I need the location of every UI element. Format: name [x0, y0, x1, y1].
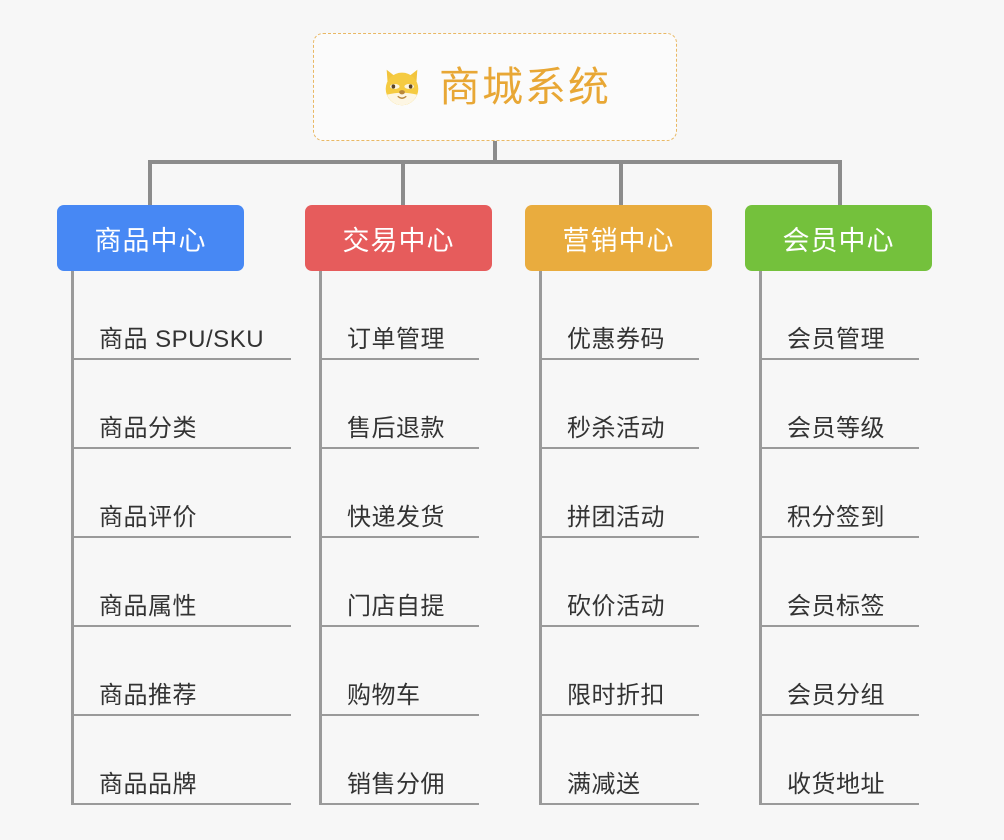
leaf-label: 收货地址	[787, 770, 885, 798]
branch-marketing-center: 营销中心 优惠券码 秒杀活动 拼团活动 砍价活动 限时折扣 满减送	[525, 205, 712, 805]
branch-member-center: 会员中心 会员管理 会员等级 积分签到 会员标签 会员分组 收货地址	[745, 205, 932, 805]
leaf-label: 秒杀活动	[567, 414, 665, 442]
branch-spine-1	[71, 271, 74, 805]
branch-spine-2	[319, 271, 322, 805]
leaf-label: 商品品牌	[99, 770, 197, 798]
leaf-item[interactable]: 收货地址	[759, 716, 919, 805]
branch-header-1[interactable]: 商品中心	[57, 205, 244, 271]
connector-horizontal-bus	[150, 160, 842, 164]
leaf-label: 优惠券码	[567, 325, 665, 353]
leaf-label: 满减送	[567, 770, 641, 798]
branch-product-center: 商品中心 商品 SPU/SKU 商品分类 商品评价 商品属性 商品推荐 商品品牌	[57, 205, 291, 805]
leaf-item[interactable]: 售后退款	[319, 360, 479, 449]
leaf-item[interactable]: 订单管理	[319, 271, 479, 360]
branch-header-label-3: 营销中心	[562, 225, 675, 256]
leaf-item[interactable]: 会员分组	[759, 627, 919, 716]
leaf-item[interactable]: 砍价活动	[539, 538, 699, 627]
leaf-label: 会员分组	[787, 681, 885, 709]
leaf-label: 订单管理	[347, 325, 445, 353]
branch-spine-4	[759, 271, 762, 805]
branch-header-2[interactable]: 交易中心	[305, 205, 492, 271]
branch-spine-3	[539, 271, 542, 805]
leaf-label: 拼团活动	[567, 503, 665, 531]
leaf-item[interactable]: 满减送	[539, 716, 699, 805]
shiba-dog-face-icon	[379, 64, 425, 110]
leaf-item[interactable]: 商品 SPU/SKU	[71, 271, 291, 360]
leaf-item[interactable]: 门店自提	[319, 538, 479, 627]
leaf-item[interactable]: 会员等级	[759, 360, 919, 449]
leaf-label: 商品推荐	[99, 681, 197, 709]
leaf-label: 销售分佣	[347, 770, 445, 798]
leaf-label: 商品属性	[99, 592, 197, 620]
leaf-item[interactable]: 积分签到	[759, 449, 919, 538]
leaf-label: 售后退款	[347, 414, 445, 442]
connector-root-stem	[493, 141, 497, 164]
leaf-item[interactable]: 限时折扣	[539, 627, 699, 716]
leaf-label: 会员标签	[787, 592, 885, 620]
leaf-item[interactable]: 拼团活动	[539, 449, 699, 538]
leaf-item[interactable]: 商品评价	[71, 449, 291, 538]
leaf-label: 会员管理	[787, 325, 885, 353]
leaf-label: 商品分类	[99, 414, 197, 442]
leaf-label: 购物车	[347, 681, 421, 709]
leaf-item[interactable]: 快递发货	[319, 449, 479, 538]
leaf-label: 商品评价	[99, 503, 197, 531]
leaf-item[interactable]: 商品品牌	[71, 716, 291, 805]
leaf-item[interactable]: 商品属性	[71, 538, 291, 627]
leaf-list-2: 订单管理 售后退款 快递发货 门店自提 购物车 销售分佣	[319, 271, 479, 805]
leaf-item[interactable]: 会员管理	[759, 271, 919, 360]
leaf-list-4: 会员管理 会员等级 积分签到 会员标签 会员分组 收货地址	[759, 271, 919, 805]
root-node[interactable]: 商城系统	[313, 33, 677, 141]
leaf-list-1: 商品 SPU/SKU 商品分类 商品评价 商品属性 商品推荐 商品品牌	[71, 271, 291, 805]
leaf-list-3: 优惠券码 秒杀活动 拼团活动 砍价活动 限时折扣 满减送	[539, 271, 699, 805]
leaf-label: 会员等级	[787, 414, 885, 442]
leaf-item[interactable]: 商品分类	[71, 360, 291, 449]
leaf-label: 门店自提	[347, 592, 445, 620]
connector-drop-branch-1	[148, 160, 152, 206]
root-title: 商城系统	[439, 63, 611, 110]
leaf-label: 积分签到	[787, 503, 885, 531]
connector-drop-branch-2	[401, 160, 405, 206]
branch-header-label-4: 会员中心	[782, 225, 895, 256]
branch-header-label-2: 交易中心	[342, 225, 455, 256]
branch-trade-center: 交易中心 订单管理 售后退款 快递发货 门店自提 购物车 销售分佣	[305, 205, 492, 805]
leaf-item[interactable]: 购物车	[319, 627, 479, 716]
connector-drop-branch-4	[838, 160, 842, 206]
leaf-label: 快递发货	[347, 503, 445, 531]
leaf-item[interactable]: 秒杀活动	[539, 360, 699, 449]
leaf-item[interactable]: 会员标签	[759, 538, 919, 627]
branch-header-4[interactable]: 会员中心	[745, 205, 932, 271]
branch-header-label-1: 商品中心	[94, 225, 207, 256]
leaf-label: 限时折扣	[567, 681, 665, 709]
leaf-item[interactable]: 商品推荐	[71, 627, 291, 716]
connector-drop-branch-3	[619, 160, 623, 206]
leaf-label: 砍价活动	[567, 592, 665, 620]
leaf-item[interactable]: 销售分佣	[319, 716, 479, 805]
branch-header-3[interactable]: 营销中心	[525, 205, 712, 271]
leaf-label: 商品 SPU/SKU	[99, 325, 265, 353]
leaf-item[interactable]: 优惠券码	[539, 271, 699, 360]
